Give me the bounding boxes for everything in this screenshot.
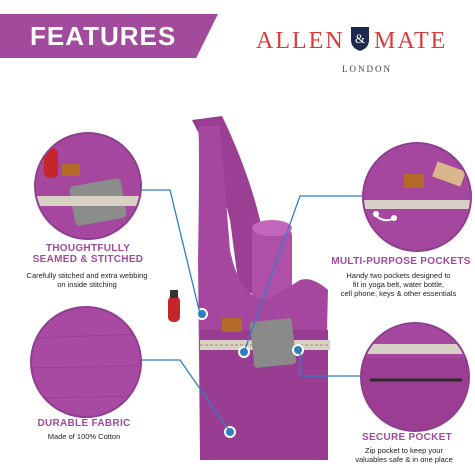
pockets-detail-image (362, 142, 472, 252)
feature-secure-pocket-title: SECURE POCKET (361, 432, 453, 443)
fabric-detail-image (30, 306, 142, 418)
feature-pockets-title: MULTI-PURPOSE POCKETS (331, 256, 471, 267)
brand-name-left: ALLEN (256, 28, 345, 54)
brand-name-right: MATE (374, 28, 448, 54)
brand-logo: ALLEN & MATE LONDON (256, 24, 466, 76)
feature-stitching-title: THOUGHTFULLY SEAMED & STITCHED (32, 243, 144, 265)
svg-text:&: & (355, 31, 365, 46)
feature-fabric-title: DURABLE FABRIC (37, 418, 131, 429)
features-banner: FEATURES (0, 14, 218, 58)
feature-secure-pocket-desc: Zip pocket to keep your valuables safe &… (355, 446, 453, 464)
feature-pockets-desc: Handy two pockets designed to fit in yog… (340, 271, 457, 298)
features-title: FEATURES (30, 21, 177, 51)
brand-location: LONDON (342, 64, 392, 74)
feature-stitching-desc: Carefully stitched and extra webbing on … (26, 271, 148, 289)
stitching-detail-image (34, 132, 142, 240)
crest-icon: & (351, 27, 369, 51)
feature-fabric-desc: Made of 100% Cotton (47, 432, 121, 441)
secure-pocket-detail-image (360, 322, 470, 432)
